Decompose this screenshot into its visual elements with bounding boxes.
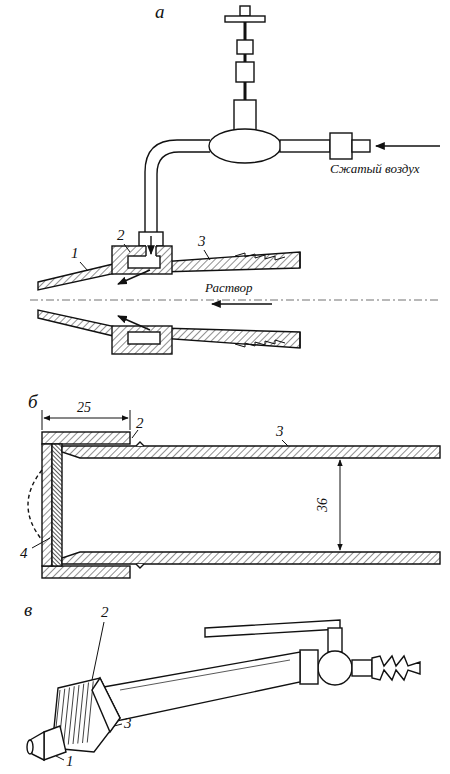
figure-letter: в — [24, 600, 32, 619]
handwheel — [225, 16, 265, 22]
callout-number: 2 — [101, 605, 109, 620]
pipe-end — [352, 140, 370, 152]
knurl-line — [68, 686, 74, 744]
tube-wall — [62, 446, 440, 458]
flow-label: Раствор — [205, 281, 253, 294]
air-collar — [112, 326, 172, 354]
axis-line — [30, 300, 440, 301]
leader-line — [282, 440, 288, 446]
tube-wall — [62, 552, 440, 564]
callout-number: 3 — [124, 716, 132, 731]
packing-nut — [236, 62, 254, 82]
flow-label: Сжатый воздух — [330, 162, 420, 175]
air-flow-arrow — [118, 270, 150, 284]
callout-number: 3 — [198, 234, 206, 249]
feed-pipe — [98, 652, 300, 722]
nozzle-tip — [44, 726, 66, 760]
air-arrow — [376, 145, 440, 146]
valve-body — [209, 129, 281, 163]
stem-nut — [237, 40, 253, 54]
knurl-line — [83, 683, 89, 744]
leader-line — [132, 430, 138, 438]
cap-ring — [92, 678, 120, 732]
mortar-arrow — [212, 303, 272, 304]
air-chamber — [128, 332, 160, 344]
callout-number: 2 — [136, 416, 144, 431]
knurl-line — [87, 681, 93, 742]
leader-line — [124, 244, 130, 252]
union-nut — [300, 650, 318, 684]
callout-number: 4 — [20, 546, 28, 561]
rubber-disk — [52, 444, 62, 566]
valve-body — [318, 651, 352, 685]
callout-number: 3 — [276, 424, 284, 439]
valve-outlet — [352, 660, 372, 676]
figure-letter: б — [28, 392, 38, 411]
knurl-line — [64, 688, 70, 746]
pipe-wall — [160, 252, 300, 272]
air-chamber — [128, 256, 160, 268]
knurl-line — [78, 684, 84, 744]
union-nut — [330, 133, 352, 159]
hose-barb — [372, 656, 420, 680]
figure-letter: а — [155, 2, 165, 21]
leader-line — [204, 250, 210, 260]
air-flow-arrow — [118, 316, 150, 330]
disk-bulge — [28, 470, 42, 540]
leader-line — [32, 538, 50, 548]
valve-lever — [205, 620, 340, 637]
cap-wall — [42, 444, 52, 566]
air-pipe — [280, 140, 330, 152]
air-collar — [112, 246, 172, 274]
dimension-value: 36 — [316, 498, 330, 512]
air-flow-arrow — [150, 236, 151, 254]
dimension-line — [340, 460, 341, 550]
pipe-wall — [160, 328, 300, 348]
dimension-line — [44, 418, 128, 419]
leader-line — [56, 756, 64, 760]
tube-groove — [136, 442, 144, 568]
leader-line — [92, 622, 104, 680]
valve-stem — [328, 628, 342, 652]
cap-wall — [42, 432, 130, 444]
cap-wall — [42, 566, 130, 578]
valve-knob — [240, 6, 250, 16]
callout-number: 1 — [71, 246, 79, 261]
callout-number: 2 — [117, 228, 125, 243]
dimension-value: 25 — [77, 401, 91, 415]
leader-line — [80, 262, 88, 271]
elbow-pipe — [157, 152, 210, 248]
valve-bonnet — [234, 100, 256, 132]
callout-number: 1 — [66, 754, 74, 769]
leader-line — [114, 724, 122, 726]
knurl-line — [73, 685, 79, 744]
